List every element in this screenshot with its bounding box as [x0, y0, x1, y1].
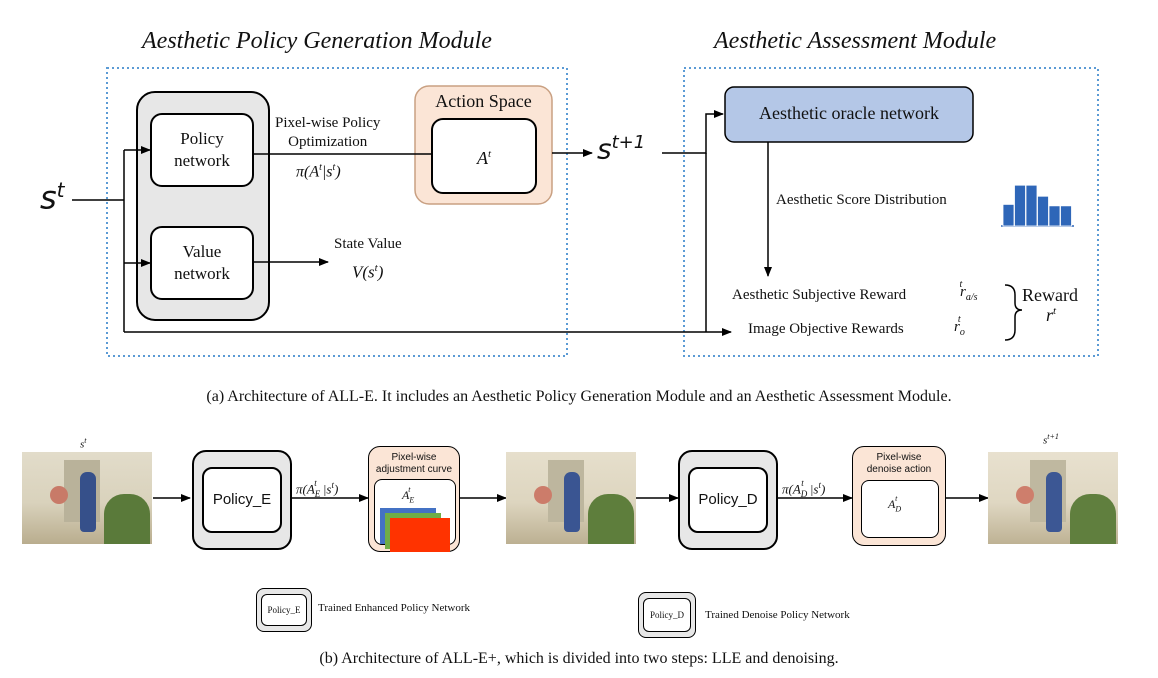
action-space-title: Action Space	[435, 91, 532, 111]
fan-shape	[50, 486, 68, 504]
policy-module-title: Aesthetic Policy Generation Module	[142, 28, 492, 54]
subjective-reward-label: Aesthetic Subjective Reward	[732, 287, 907, 303]
input-state-label: st	[40, 178, 65, 217]
policy-network-box: Policy network	[150, 113, 254, 187]
policy-e-box: Policy_E	[202, 467, 282, 533]
objective-reward-symbol: rot	[954, 314, 965, 338]
state-value-formula: V(st)	[352, 262, 384, 282]
curve-layer-red	[390, 518, 450, 552]
vase-shape	[1046, 472, 1062, 532]
vase-shape	[564, 472, 580, 532]
curve-action-symbol: AEt	[402, 485, 415, 505]
input-photo	[22, 452, 152, 544]
adjustment-curve-title: Pixel-wise adjustment curve	[375, 452, 453, 475]
legend-e-label: Trained Enhanced Policy Network	[318, 602, 471, 614]
fan-shape	[1016, 486, 1034, 504]
next-state-to-oracle-line	[662, 110, 724, 154]
histogram-bar	[1048, 205, 1061, 227]
histogram-bar	[1060, 205, 1072, 227]
policy-e-formula: π(AEt|st)	[296, 478, 339, 499]
policy-d-formula: π(ADt|st)	[782, 478, 826, 499]
state-value-label: State Value	[334, 236, 402, 252]
value-network-box: Value network	[150, 226, 254, 300]
plant-shape	[1070, 494, 1116, 544]
denoise-inner-box	[861, 480, 939, 538]
oracle-network-label: Aesthetic oracle network	[759, 103, 939, 123]
caption-b: (b) Architecture of ALL-E+, which is div…	[319, 650, 839, 667]
objective-reward-label: Image Objective Rewards	[748, 321, 904, 337]
subjective-reward-symbol: ra/st	[959, 279, 978, 303]
denoise-action-title: Pixel-wise denoise action	[866, 452, 932, 475]
aesthetic-oracle-box	[724, 86, 974, 143]
histogram-bar	[1002, 203, 1015, 227]
reward-symbol: rt	[1046, 305, 1057, 325]
legend-e-box: Policy_E	[261, 594, 307, 626]
score-distribution-histogram	[1001, 184, 1074, 227]
plant-shape	[588, 494, 634, 544]
vase-shape	[80, 472, 96, 532]
policy-module-frame	[106, 67, 568, 357]
policy-d-box: Policy_D	[688, 467, 768, 533]
plant-shape	[104, 494, 150, 544]
denoise-action-symbol: ADt	[888, 494, 902, 514]
legend-d-box: Policy_D	[643, 598, 691, 632]
histogram-bar	[1037, 195, 1049, 227]
legend-d-label: Trained Denoise Policy Network	[705, 609, 850, 621]
policy-formula: π(At|st)	[296, 162, 341, 181]
output-state-b: st+1	[1043, 432, 1059, 447]
reward-brace	[1004, 284, 1023, 341]
caption-a: (a) Architecture of ALL-E. It includes a…	[206, 388, 952, 405]
fan-shape	[534, 486, 552, 504]
action-symbol-box: At	[431, 118, 537, 194]
score-distribution-label: Aesthetic Score Distribution	[776, 192, 947, 208]
input-state-b: st	[80, 436, 87, 451]
histogram-bar	[1014, 184, 1026, 227]
next-state-label: st+1	[597, 132, 646, 166]
enhanced-photo	[506, 452, 636, 544]
pixel-wise-label: Pixel-wise Policy Optimization	[275, 115, 381, 150]
reward-label: Reward	[1022, 285, 1078, 305]
action-symbol: At	[476, 148, 492, 168]
assessment-module-title: Aesthetic Assessment Module	[714, 28, 997, 54]
output-photo	[988, 452, 1118, 544]
assessment-module-frame	[683, 67, 1099, 357]
histogram-bar	[1025, 184, 1038, 227]
